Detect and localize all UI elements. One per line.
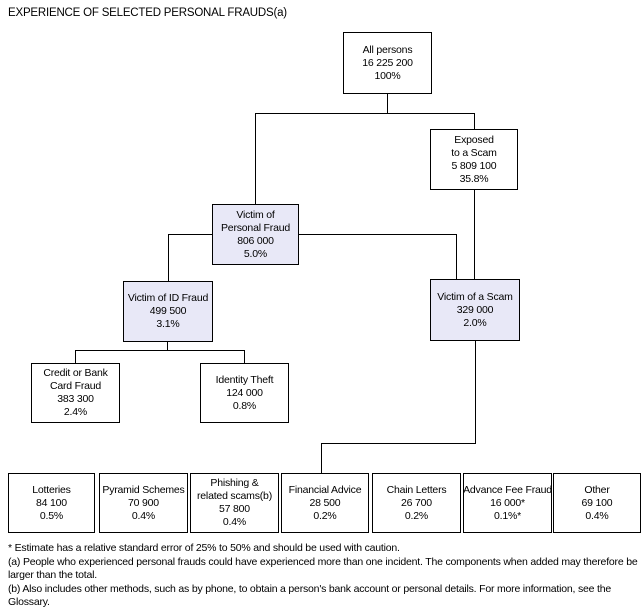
footnote-estimate: * Estimate has a relative standard error… [8, 542, 400, 554]
connector-identitytheft-in [244, 350, 245, 363]
node-text-line: 70 900 [128, 496, 159, 509]
node-financial-advice: Financial Advice 28 500 0.2% [281, 473, 369, 533]
node-text-line: Advance Fee Fraud [463, 483, 552, 496]
node-text-line: 124 000 [226, 386, 263, 399]
footnote-b: (b) Also includes other methods, such as… [8, 582, 612, 609]
node-text-line: 0.4% [585, 509, 609, 522]
node-text-line: 5 809 100 [451, 159, 497, 172]
node-chain-letters: Chain Letters 26 700 0.2% [372, 473, 461, 533]
node-text-line: 69 100 [581, 496, 613, 509]
node-victim-id-fraud: Victim of ID Fraud 499 500 3.1% [123, 281, 213, 342]
node-text-line: 16 225 200 [362, 56, 413, 69]
connector-idfraud-in [168, 234, 169, 281]
connector-top-branch [255, 113, 475, 114]
connector-creditcard-in [75, 350, 76, 363]
node-text-line: 0.1%* [493, 509, 522, 522]
connector-exposed-in [474, 113, 475, 129]
node-text-line: Victim of ID Fraud [127, 292, 209, 304]
node-text-line: 3.1% [156, 318, 180, 330]
connector-personalfraud-right-branch [298, 234, 456, 235]
node-text-line: 0.4% [131, 509, 156, 522]
connector-victimscam-in [456, 234, 457, 279]
node-text-line: Financial Advice [288, 483, 362, 496]
node-text-line: 2.0% [463, 316, 487, 329]
node-text-line: Victim of a Scam [437, 290, 513, 303]
node-text-line: 57 800 [219, 503, 250, 515]
node-lotteries: Lotteries 84 100 0.5% [8, 473, 95, 533]
node-text-line: 0.5% [39, 509, 64, 522]
node-phishing: Phishing & related scams(b) 57 800 0.4% [190, 473, 279, 533]
footnotes: * Estimate has a relative standard error… [8, 542, 638, 610]
node-victim-personal-fraud: Victim of Personal Fraud 806 000 5.0% [212, 204, 299, 265]
connector-personalfraud-in [255, 113, 256, 204]
footnote-a: (a) People who experienced personal frau… [8, 555, 638, 582]
connector-victimscam-down [475, 340, 476, 443]
node-exposed-to-scam: Exposed to a Scam 5 809 100 35.8% [430, 129, 518, 190]
connector-scamtypes-branch [321, 443, 476, 444]
node-pyramid-schemes: Pyramid Schemes 70 900 0.4% [99, 473, 188, 533]
connector-idfraud-down [167, 341, 168, 350]
node-text-line: 84 100 [36, 496, 67, 509]
node-text-line: 2.4% [63, 406, 88, 418]
node-text-line: 35.8% [459, 172, 489, 185]
connector-exposed-to-victimscam [474, 189, 475, 279]
node-text-line: 0.2% [313, 509, 337, 522]
node-text-line: Pyramid Schemes [102, 483, 185, 496]
node-text-line: Credit or Bank [43, 367, 108, 379]
node-other: Other 69 100 0.4% [553, 473, 641, 533]
connector-scamtypes-in [321, 443, 322, 473]
node-text-line: Victim of [236, 208, 275, 221]
connector-personalfraud-left-branch [168, 234, 212, 235]
node-text-line: 100% [374, 69, 401, 82]
node-victim-of-scam: Victim of a Scam 329 000 2.0% [430, 279, 520, 341]
node-text-line: 26 700 [401, 496, 432, 509]
node-text-line: related scams(b) [197, 490, 272, 502]
node-text-line: Exposed [454, 133, 494, 146]
node-text-line: 0.2% [404, 509, 429, 522]
node-text-line: 806 000 [237, 234, 274, 247]
node-text-line: Phishing & [210, 477, 259, 489]
node-credit-bank-card-fraud: Credit or Bank Card Fraud 383 300 2.4% [31, 363, 120, 423]
node-text-line: 499 500 [149, 305, 187, 317]
node-text-line: 0.4% [222, 516, 247, 528]
node-text-line: All persons [362, 43, 413, 56]
connector-idfraud-branch [75, 350, 244, 351]
node-identity-theft: Identity Theft 124 000 0.8% [200, 363, 289, 423]
diagram-title: EXPERIENCE OF SELECTED PERSONAL FRAUDS(a… [8, 7, 287, 19]
node-text-line: 0.8% [232, 399, 257, 412]
node-text-line: Lotteries [32, 483, 71, 496]
node-text-line: to a Scam [451, 146, 497, 159]
node-text-line: Identity Theft [215, 373, 274, 386]
node-text-line: 16 000* [490, 496, 525, 509]
node-text-line: Other [584, 483, 610, 496]
node-text-line: Card Fraud [49, 380, 102, 392]
node-all-persons: All persons 16 225 200 100% [343, 32, 432, 94]
node-advance-fee-fraud: Advance Fee Fraud 16 000* 0.1%* [463, 473, 552, 533]
node-text-line: 383 300 [57, 393, 94, 405]
node-text-line: Chain Letters [386, 483, 447, 496]
connector-allpersons-down [387, 94, 388, 114]
node-text-line: 329 000 [456, 303, 494, 316]
node-text-line: Personal Fraud [221, 221, 290, 234]
node-text-line: 28 500 [309, 496, 341, 509]
node-text-line: 5.0% [243, 247, 268, 260]
